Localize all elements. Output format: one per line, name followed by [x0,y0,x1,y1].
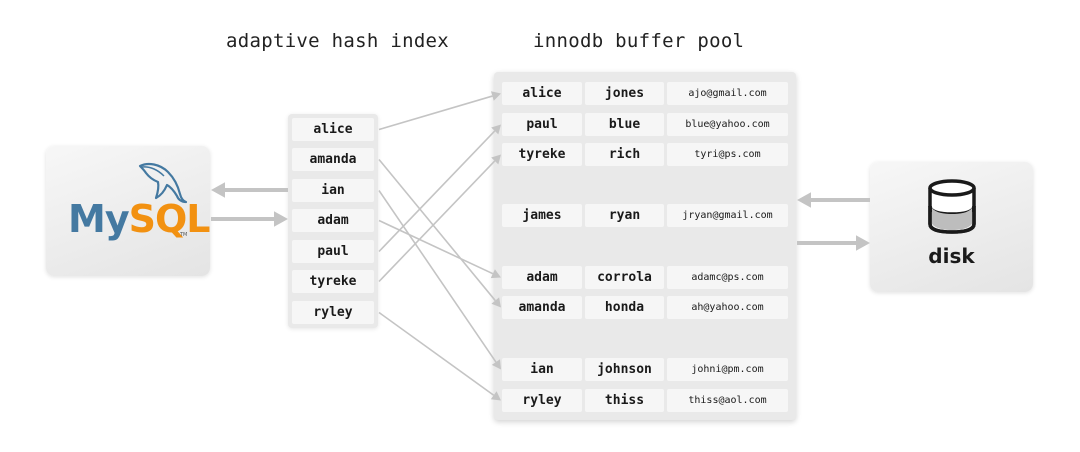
email-cell: thiss@aol.com [667,389,788,412]
mysql-logo-sql: SQL [128,197,211,241]
hash-entry: paul [292,240,374,263]
hash-entry: adam [292,209,374,232]
mysql-write-arrow [211,211,288,227]
last-name-cell: honda [585,296,664,319]
mysql-logo-my: My [68,197,130,241]
database-icon [928,179,976,234]
last-name-cell: johnson [585,358,664,381]
mysql-read-arrow [211,182,288,198]
dolphin-icon [138,162,188,204]
email-cell: adamc@ps.com [667,266,788,289]
first-name-cell: amanda [502,296,582,319]
link-arrow-ian [378,190,501,370]
hash-entry: tyreke [292,270,374,293]
link-arrow-tyreke [378,154,501,283]
link-arrow-amanda [378,158,501,308]
email-cell: tyri@ps.com [667,143,788,166]
last-name-cell: corrola [585,266,664,289]
email-cell: blue@yahoo.com [667,113,788,136]
mysql-box [46,146,210,276]
hash-entry: alice [292,118,374,141]
email-cell: jryan@gmail.com [667,204,788,227]
email-cell: ah@yahoo.com [667,296,788,319]
last-name-cell: jones [585,82,664,105]
link-arrow-adam [378,219,501,279]
last-name-cell: blue [585,113,664,136]
email-cell: johni@pm.com [667,358,788,381]
first-name-cell: tyreke [502,143,582,166]
last-name-cell: ryan [585,204,664,227]
link-arrow-alice [378,91,501,131]
link-arrow-paul [378,124,501,253]
first-name-cell: ryley [502,389,582,412]
first-name-cell: adam [502,266,582,289]
hash-index-heading: adaptive hash index [226,30,450,52]
first-name-cell: alice [502,82,582,105]
disk-read-arrow [797,192,870,208]
hash-entry: amanda [292,148,374,171]
hash-entry: ian [292,179,374,202]
last-name-cell: thiss [585,389,664,412]
first-name-cell: ian [502,358,582,381]
mysql-logo: MySQL [68,197,211,241]
link-arrow-ryley [378,311,501,401]
disk-label: disk [928,244,975,268]
mysql-trademark: TM [180,232,188,238]
first-name-cell: james [502,204,582,227]
disk-write-arrow [797,235,870,251]
first-name-cell: paul [502,113,582,136]
email-cell: ajo@gmail.com [667,82,788,105]
hash-entry: ryley [292,301,374,324]
buffer-pool-heading: innodb buffer pool [533,30,745,52]
last-name-cell: rich [585,143,664,166]
